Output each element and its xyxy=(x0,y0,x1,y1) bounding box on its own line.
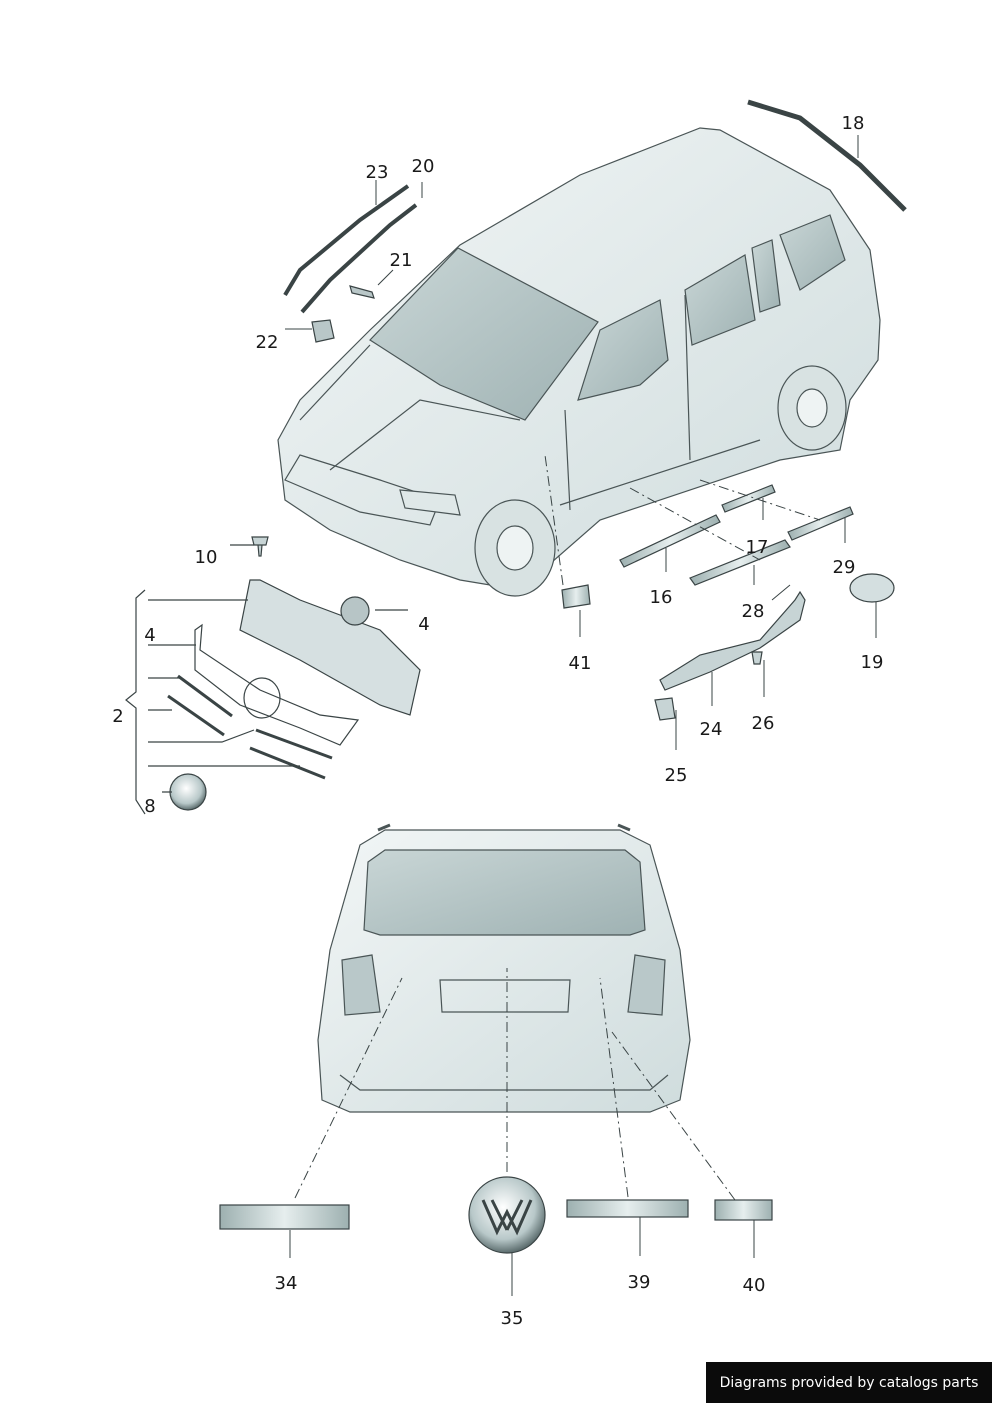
rear-wheel-hub xyxy=(796,388,828,428)
badge-40 xyxy=(714,1199,773,1221)
clip-22 xyxy=(311,319,335,343)
grille-emblem-ring xyxy=(243,677,281,719)
callout-4-left: 4 xyxy=(144,625,156,646)
step-panel-24 xyxy=(659,590,806,691)
callout-8: 8 xyxy=(144,796,156,817)
lower-grille-frame xyxy=(194,623,360,746)
roof-rails-rear xyxy=(377,823,631,832)
callout-19: 19 xyxy=(860,652,884,673)
quarter-window xyxy=(751,239,781,313)
emblem-8 xyxy=(169,773,207,811)
door-lines xyxy=(559,294,761,511)
screw-10 xyxy=(251,536,269,557)
callout-21: 21 xyxy=(389,250,413,271)
grille-strip-b xyxy=(167,694,225,737)
sill-strip-16 xyxy=(619,514,721,568)
grille-assembly xyxy=(125,536,421,815)
front-wheel-hub xyxy=(496,525,534,571)
callout-24: 24 xyxy=(699,719,723,740)
badge-39 xyxy=(566,1199,689,1218)
front-door-window xyxy=(577,299,669,401)
callout-18: 18 xyxy=(841,113,865,134)
leader-lines-grille xyxy=(148,544,408,793)
callout-4-right: 4 xyxy=(418,614,430,635)
roof-strip-20 xyxy=(300,203,418,314)
callout-20: 20 xyxy=(411,156,435,177)
callout-10: 10 xyxy=(194,547,218,568)
callout-39: 39 xyxy=(627,1272,651,1293)
vw-emblem-mark xyxy=(481,1199,533,1236)
bracket-2 xyxy=(125,589,146,815)
callout-26: 26 xyxy=(751,713,775,734)
van-rear-view xyxy=(317,823,691,1113)
bracket-25 xyxy=(654,697,676,721)
windshield xyxy=(369,247,599,421)
tape-roll-19 xyxy=(849,573,895,603)
credit-banner: Diagrams provided by catalogs parts xyxy=(706,1362,992,1403)
headlight-left xyxy=(399,489,461,516)
badge-34 xyxy=(219,1204,350,1230)
callout-41: 41 xyxy=(568,653,592,674)
hood-line xyxy=(299,344,521,471)
mesh-cover-4 xyxy=(340,596,370,626)
license-recess xyxy=(439,979,571,1013)
trim-parts xyxy=(283,99,907,721)
callout-17: 17 xyxy=(745,537,769,558)
roof-strip-23 xyxy=(283,184,410,297)
grille-strip-a xyxy=(177,674,233,718)
credit-text: Diagrams provided by catalogs parts xyxy=(719,1374,979,1391)
plate-41 xyxy=(561,584,591,609)
grille-strip-d xyxy=(249,746,326,780)
clip-26 xyxy=(751,651,763,665)
rear-parts xyxy=(219,1176,773,1254)
callout-2: 2 xyxy=(112,706,124,727)
upper-grille xyxy=(239,579,421,716)
callout-16: 16 xyxy=(649,587,673,608)
callout-29: 29 xyxy=(832,557,856,578)
roof-rail-18 xyxy=(747,99,907,212)
callout-35: 35 xyxy=(500,1308,524,1329)
sill-strip-17 xyxy=(689,539,791,586)
leader-lines xyxy=(285,135,877,1296)
sill-strip-29 xyxy=(787,506,854,541)
callout-23: 23 xyxy=(365,162,389,183)
grille-strip-c xyxy=(255,728,333,760)
callout-40: 40 xyxy=(742,1275,766,1296)
rear-window xyxy=(363,849,646,936)
callout-25: 25 xyxy=(664,765,688,786)
tail-light-left xyxy=(341,954,381,1016)
callout-28: 28 xyxy=(741,601,765,622)
callout-22: 22 xyxy=(255,332,279,353)
callout-34: 34 xyxy=(274,1273,298,1294)
bumper xyxy=(339,1074,669,1091)
van-body-outline xyxy=(277,127,881,591)
clip-21 xyxy=(349,285,375,299)
van-front-view xyxy=(277,127,881,597)
sill-strip-small xyxy=(721,484,776,513)
rear-side-window xyxy=(779,214,846,291)
tail-light-right xyxy=(627,954,666,1016)
rear-door-window xyxy=(684,254,756,346)
